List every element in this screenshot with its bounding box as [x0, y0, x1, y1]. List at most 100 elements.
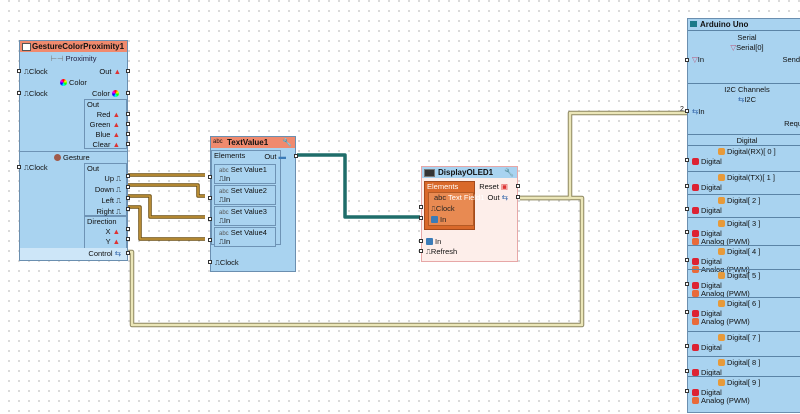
gesture-out-group: Out Up ⎍ Down ⎍ Left ⎍ Right ⎍	[84, 163, 127, 216]
digital-channel[interactable]: Digital(RX)[ 0 ]Digital	[688, 145, 800, 169]
down-pin[interactable]	[126, 185, 130, 189]
digital-in-pin[interactable]	[685, 207, 689, 211]
wire-text-to-oled	[297, 153, 420, 219]
control-pin[interactable]	[126, 251, 130, 255]
oled-elements-label: Elements	[427, 182, 459, 191]
wrench-icon[interactable]: 🔧	[282, 138, 292, 147]
oled-header[interactable]: DisplayOLED1 🔧	[422, 167, 517, 178]
elements-label: Elements	[214, 151, 246, 160]
set-value-in-pin[interactable]	[208, 238, 212, 242]
digital-in-pin[interactable]	[685, 158, 689, 162]
color-clock-pin[interactable]	[17, 91, 21, 95]
left-label: Left ⎍	[101, 196, 121, 205]
text-value-component[interactable]: abc TextValue1 🔧 Elements Out ▬ ⎍Clock a…	[208, 136, 298, 272]
channel-analog-label: Analog (PWM)	[692, 396, 750, 405]
gesture-hand-icon	[54, 154, 61, 161]
oled-in-pin[interactable]	[419, 239, 423, 243]
set-value-item[interactable]: abc Set Value1⎍In	[214, 164, 276, 184]
digital-in-pin[interactable]	[685, 389, 689, 393]
digital-channel[interactable]: Digital[ 2 ]Digital	[688, 194, 800, 218]
arduino-header[interactable]: Arduino Uno	[688, 19, 800, 31]
oled-text-in-pin[interactable]	[419, 216, 423, 220]
i2c-in-pin[interactable]	[685, 109, 689, 113]
i2c-channels-label: I2C Channels	[724, 85, 770, 94]
gesture-clock-pin[interactable]	[17, 165, 21, 169]
green-pin[interactable]	[126, 122, 130, 126]
set-value-in-pin[interactable]	[208, 175, 212, 179]
set-value-item[interactable]: abc Set Value4⎍In	[214, 227, 276, 247]
red-pin[interactable]	[126, 112, 130, 116]
gesture-header[interactable]: GestureColorProximity1	[20, 41, 127, 52]
digital-in-pin[interactable]	[685, 258, 689, 262]
gesture-out-label: Out	[87, 164, 100, 173]
wrench-icon[interactable]: 🔧	[504, 168, 514, 177]
set-value-in-pin[interactable]	[208, 196, 212, 200]
textvalue-clock-pin[interactable]	[208, 260, 212, 264]
oled-display-icon	[424, 169, 435, 177]
set-value-item[interactable]: abc Set Value2⎍In	[214, 185, 276, 205]
wire-right-to-setvalue4	[124, 205, 205, 241]
digital-in-pin[interactable]	[685, 369, 689, 373]
oled-reset-pin[interactable]	[516, 184, 520, 188]
channel-digital-label: Digital	[692, 257, 722, 266]
digital-channel[interactable]: Digital[ 7 ]Digital	[688, 331, 800, 355]
direction-label: Direction	[87, 217, 117, 226]
channel-label: Digital(TX)[ 1 ]	[718, 173, 775, 182]
textvalue-out-pin[interactable]	[294, 154, 298, 158]
digital-in-pin[interactable]	[685, 184, 689, 188]
arduino-uno-component[interactable]: Arduino Uno Serial ▽Serial[0] ▽In Send I…	[680, 18, 800, 414]
x-pin[interactable]	[126, 227, 130, 231]
gesture-label: Gesture	[54, 153, 90, 162]
digital-section: Digital	[688, 134, 800, 414]
gesture-color-proximity-component[interactable]: GestureColorProximity1 ⊢⊣ Proximity ⎍Clo…	[17, 40, 130, 261]
oled-text-clock-pin[interactable]	[419, 205, 423, 209]
serial-in-pin[interactable]	[685, 58, 689, 62]
channel-digital-label: Digital	[692, 183, 722, 192]
digital-in-pin[interactable]	[685, 282, 689, 286]
gesture-clock-label: ⎍Clock	[24, 163, 48, 172]
oled-out-pin[interactable]	[516, 195, 520, 199]
serial-send-label: Send	[782, 55, 800, 64]
set-value-in-pin[interactable]	[208, 217, 212, 221]
set-value-in-label: ⎍In	[219, 195, 231, 204]
channel-digital-label: Digital	[692, 206, 722, 215]
channel-label: Digital[ 6 ]	[718, 299, 760, 308]
clear-pin[interactable]	[126, 142, 130, 146]
digital-channel[interactable]: Digital(TX)[ 1 ]Digital	[688, 171, 800, 195]
channel-label: Digital[ 2 ]	[718, 196, 760, 205]
digital-in-pin[interactable]	[685, 230, 689, 234]
display-oled-component[interactable]: DisplayOLED1 🔧 Elements abc Text Field1 …	[419, 166, 520, 262]
blue-pin[interactable]	[126, 132, 130, 136]
left-pin[interactable]	[126, 196, 130, 200]
oled-refresh-pin[interactable]	[419, 249, 423, 253]
green-label: Green ▲	[89, 120, 120, 129]
channel-label: Digital[ 4 ]	[718, 247, 760, 256]
proximity-out-pin[interactable]	[126, 69, 130, 73]
proximity-clock-pin[interactable]	[17, 69, 21, 73]
y-label: Y ▲	[105, 237, 120, 246]
text-field-item[interactable]: abc Text Field1 ⎍Clock In	[428, 192, 484, 226]
set-value-item[interactable]: abc Set Value3⎍In	[214, 206, 276, 226]
channel-analog-label: Analog (PWM)	[692, 289, 750, 298]
textvalue-header[interactable]: abc TextValue1 🔧	[211, 137, 295, 148]
color-out-group-label: Out	[87, 100, 100, 109]
y-pin[interactable]	[126, 237, 130, 241]
gesture-section: Gesture ⎍Clock Out Up ⎍ Down ⎍ Left ⎍ Ri…	[20, 151, 127, 249]
channel-label: Digital(RX)[ 0 ]	[718, 147, 776, 156]
oled-in-label: In	[426, 237, 441, 246]
digital-in-pin[interactable]	[685, 310, 689, 314]
right-pin[interactable]	[126, 207, 130, 211]
up-pin[interactable]	[126, 174, 130, 178]
proximity-out-label: Out ▲	[99, 67, 121, 76]
color-out-pin[interactable]	[126, 91, 130, 95]
digital-in-pin[interactable]	[685, 344, 689, 348]
proximity-label: ⊢⊣ Proximity	[50, 54, 97, 63]
color-out-label: Color	[92, 89, 121, 98]
red-label: Red ▲	[96, 110, 120, 119]
oled-out-label: Out ⇆	[487, 193, 508, 202]
digital-channel[interactable]: Digital[ 8 ]Digital	[688, 356, 800, 380]
